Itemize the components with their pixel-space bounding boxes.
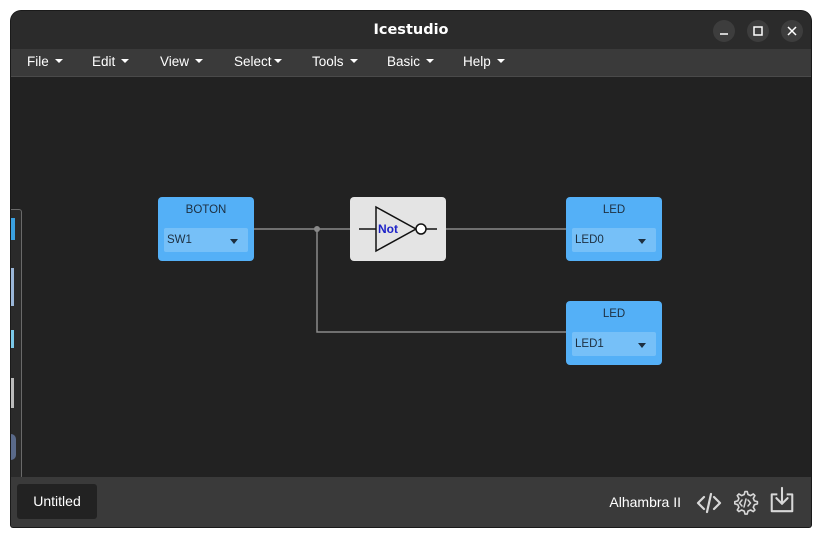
footer-bar: Untitled Alhambra II (11, 477, 811, 527)
menu-label: Tools (312, 54, 344, 69)
wires (254, 226, 566, 333)
chevron-down-icon (54, 59, 63, 64)
side-panel-tab[interactable] (11, 378, 14, 408)
gear-code-icon[interactable] (731, 489, 759, 517)
pin-select[interactable]: LED0 (572, 228, 656, 252)
chevron-down-icon (496, 59, 505, 64)
chevron-down-icon (230, 239, 238, 244)
not-gate-icon (359, 205, 437, 253)
menu-tools[interactable]: Tools (312, 49, 358, 76)
title-bar: Icestudio (11, 11, 811, 49)
minimize-icon (720, 33, 728, 35)
upload-icon[interactable] (768, 486, 796, 514)
chevron-down-icon (195, 59, 204, 64)
minimize-button[interactable] (713, 20, 735, 42)
chevron-down-icon (638, 343, 646, 348)
code-icon[interactable] (695, 489, 723, 517)
pin-select[interactable]: LED1 (572, 332, 656, 356)
input-block-boton[interactable]: BOTON SW1 (158, 197, 254, 261)
pin-select-value: LED1 (575, 338, 604, 350)
close-icon (787, 26, 797, 36)
menu-file[interactable]: File (27, 49, 63, 76)
output-block-led0[interactable]: LED LED0 (566, 197, 662, 261)
menu-label: File (27, 54, 49, 69)
maximize-button[interactable] (747, 20, 769, 42)
board-selector[interactable]: Alhambra II (609, 494, 681, 510)
block-label: LED (602, 204, 626, 216)
output-block-led1[interactable]: LED LED1 (566, 301, 662, 365)
pin-select-value: LED0 (575, 234, 604, 246)
menu-label: Basic (387, 54, 421, 69)
side-panel-tab[interactable] (11, 218, 15, 240)
side-panel-tab[interactable] (11, 434, 16, 460)
chevron-down-icon (349, 59, 358, 64)
menu-select[interactable]: Select (234, 49, 282, 76)
chevron-down-icon (273, 59, 282, 64)
menu-label: View (160, 54, 190, 69)
menu-help[interactable]: Help (463, 49, 505, 76)
not-gate-label: Not (378, 222, 398, 236)
tab-untitled[interactable]: Untitled (17, 484, 97, 519)
maximize-icon (753, 26, 763, 36)
block-label: BOTON (185, 204, 227, 216)
menu-edit[interactable]: Edit (92, 49, 130, 76)
close-button[interactable] (781, 20, 803, 42)
wire-input-led1 (316, 229, 566, 333)
menu-label: Edit (92, 54, 116, 69)
menu-view[interactable]: View (160, 49, 204, 76)
chevron-down-icon (638, 239, 646, 244)
side-panel-tab[interactable] (11, 330, 14, 348)
window-title: Icestudio (373, 22, 449, 38)
chevron-down-icon (426, 59, 435, 64)
design-canvas[interactable]: BOTON SW1 Not LED LED0 LED (11, 77, 811, 479)
chevron-down-icon (121, 59, 130, 64)
block-label: LED (602, 308, 626, 320)
wire-junction (314, 226, 320, 232)
menu-label: Help (463, 54, 491, 69)
pin-select[interactable]: SW1 (164, 228, 248, 252)
menu-basic[interactable]: Basic (387, 49, 435, 76)
menu-label: Select (234, 54, 272, 69)
side-panel[interactable] (11, 209, 22, 479)
not-gate-block[interactable]: Not (350, 197, 446, 261)
side-panel-tab[interactable] (11, 268, 14, 306)
app-window: Icestudio File Edit View Select Tools Ba… (11, 11, 811, 527)
pin-select-value: SW1 (167, 234, 192, 246)
menu-bar: File Edit View Select Tools Basic Help (11, 49, 811, 77)
